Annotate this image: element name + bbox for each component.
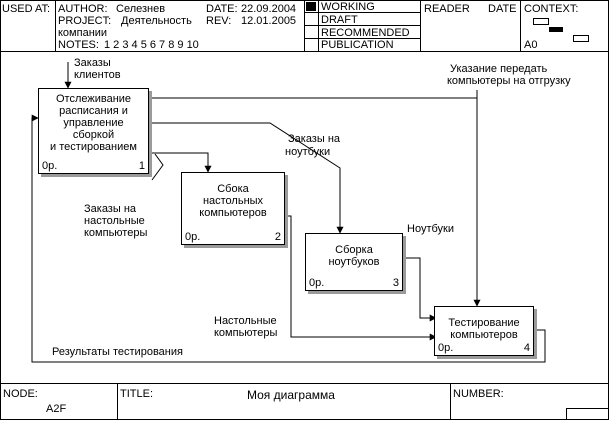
- project-label: PROJECT:: [58, 15, 112, 27]
- activity-box-3-line: ноутбуков: [328, 256, 380, 268]
- context-node: A0: [524, 39, 538, 51]
- arrow-laptops: [403, 257, 437, 322]
- reader-label: READER: [424, 3, 470, 15]
- context-label: CONTEXT:: [524, 3, 579, 15]
- node-value: A2F: [46, 403, 67, 415]
- label-desktops: компьютеры: [214, 327, 278, 339]
- rev-label: REV:: [206, 15, 232, 27]
- activity-box-1-line: и тестированием: [50, 141, 137, 153]
- label-desktop-orders: Заказы на: [84, 203, 137, 215]
- activity-box-1-line: расписания и: [59, 105, 128, 117]
- footer-corner-box: [566, 408, 609, 420]
- author-value: Селезнев: [116, 3, 166, 15]
- activity-box-2-line: настольных: [202, 195, 264, 207]
- reader-date-label: DATE: [488, 3, 517, 15]
- activity-box-2-number: 2: [274, 231, 281, 243]
- footer-divider: [450, 383, 451, 420]
- label-desktop-orders: компьютеры: [84, 227, 148, 239]
- activity-box-4[interactable]: Тестирование компьютеров 0р. 4: [434, 306, 534, 356]
- arrow-desktops: [285, 215, 437, 341]
- status-check-divider: [318, 0, 319, 51]
- activity-box-2-line: компьютеров: [199, 207, 267, 219]
- status-recommended: RECOMMENDED: [321, 27, 410, 39]
- activity-box-1-line: управление: [63, 117, 124, 129]
- header-divider: [420, 0, 421, 51]
- label-client-orders: клиентов: [74, 69, 121, 81]
- activity-box-2[interactable]: Сбока настольных компьютеров 0р. 2: [181, 172, 285, 245]
- activity-box-2-line: Сбока: [217, 183, 249, 195]
- notes-label: NOTES:: [58, 39, 99, 51]
- status-working: WORKING: [321, 1, 375, 13]
- header-divider: [520, 0, 521, 51]
- activity-box-1-line: сборкой: [72, 129, 115, 141]
- label-ship-instruction: компьютеры на отгрузку: [447, 75, 571, 87]
- notes-value: 1 2 3 4 5 6 7 8 9 10: [104, 39, 199, 51]
- activity-box-4-cost: 0р.: [438, 342, 454, 354]
- arrow-laptop-orders: [149, 122, 344, 234]
- activity-box-1-cost: 0р.: [42, 160, 58, 172]
- activity-box-1-number: 1: [138, 160, 145, 172]
- header-divider: [55, 0, 56, 51]
- label-laptop-orders: ноутбуки: [285, 146, 331, 158]
- number-label: NUMBER:: [453, 388, 504, 400]
- working-status-mark: [306, 2, 316, 11]
- label-desktop-orders: настольные: [84, 215, 145, 227]
- activity-box-4-number: 4: [523, 342, 530, 354]
- label-client-orders: Заказы: [74, 57, 111, 69]
- label-test-results: Результаты тестирования: [52, 346, 183, 358]
- author-label: AUTHOR:: [58, 3, 108, 15]
- used-at-label: USED AT:: [2, 3, 51, 15]
- context-box-icon: [573, 35, 589, 42]
- footer-divider: [117, 383, 118, 420]
- desktop-orders-squiggle: [151, 153, 164, 181]
- header-bottom-line: [0, 51, 609, 52]
- activity-box-3[interactable]: Сборка ноутбуков 0р. 3: [305, 233, 403, 291]
- status-draft: DRAFT: [321, 14, 358, 26]
- label-desktops: Настольные: [214, 315, 277, 327]
- diagram-title: Моя диаграмма: [247, 388, 335, 402]
- activity-box-4-line: компьютеров: [450, 329, 518, 341]
- context-box-icon: [533, 18, 549, 25]
- title-label: TITLE:: [120, 388, 154, 400]
- activity-box-2-cost: 0р.: [185, 231, 201, 243]
- arrow-desktop-orders: [149, 152, 212, 173]
- footer-top-line: [0, 383, 609, 384]
- project-value: Деятельность: [121, 15, 192, 27]
- activity-box-1[interactable]: Отслеживание расписания и управление сбо…: [38, 88, 149, 174]
- status-line: [304, 25, 420, 26]
- activity-box-3-line: Сборка: [335, 244, 373, 256]
- context-box-icon: [549, 27, 563, 32]
- project-value-2: компании: [58, 27, 108, 39]
- label-laptops: Ноутбуки: [407, 223, 454, 235]
- activity-box-4-line: Тестирование: [448, 317, 520, 329]
- activity-box-3-number: 3: [392, 277, 399, 289]
- activity-box-3-cost: 0р.: [309, 277, 325, 289]
- status-publication: PUBLICATION: [321, 39, 394, 51]
- node-label: NODE:: [3, 388, 38, 400]
- status-line: [304, 12, 420, 13]
- rev-value: 12.01.2005: [241, 15, 297, 27]
- label-laptop-orders: Заказы на: [288, 133, 341, 145]
- label-ship-instruction: Указание передать: [450, 63, 548, 75]
- date-label: DATE:: [206, 3, 238, 15]
- status-line: [304, 38, 420, 39]
- date-value: 22.09.2004: [241, 3, 297, 15]
- activity-box-1-line: Отслеживание: [55, 93, 132, 105]
- arrow-test-results: [31, 114, 546, 363]
